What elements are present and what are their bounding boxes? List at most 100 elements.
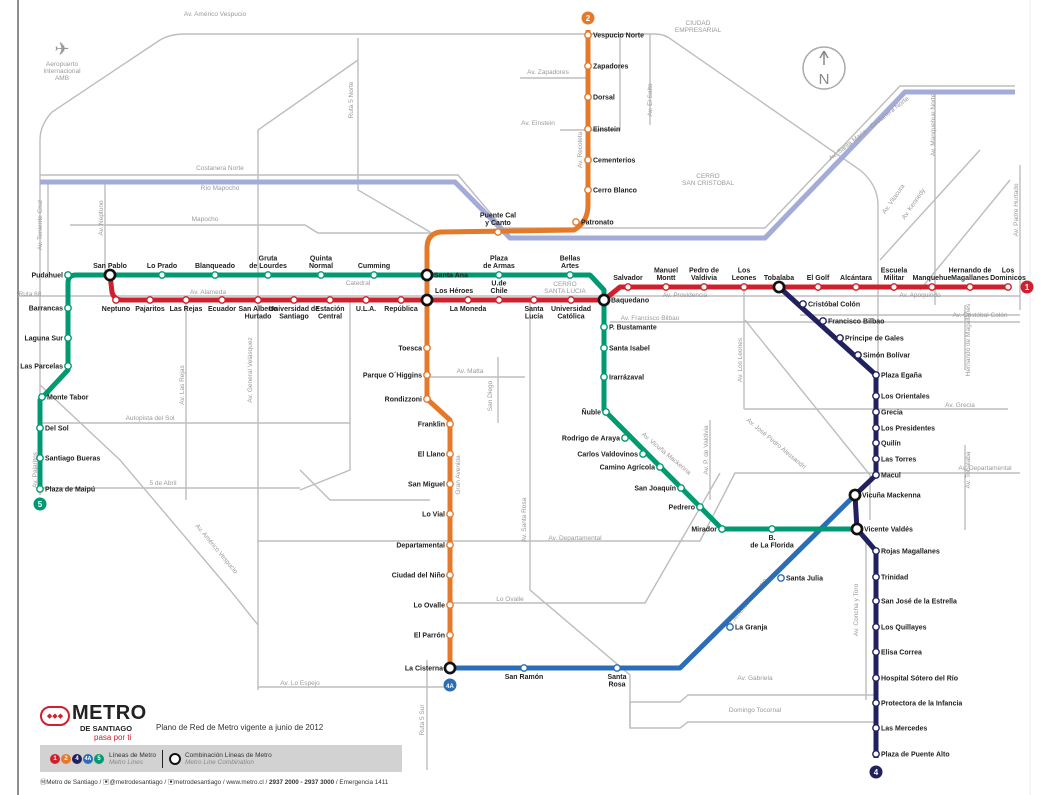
station-marker[interactable] bbox=[254, 296, 262, 304]
station-vicente-vald-s[interactable] bbox=[850, 522, 864, 536]
station-marker[interactable] bbox=[370, 271, 378, 279]
station-los-h-roes[interactable] bbox=[420, 293, 434, 307]
station-marker[interactable] bbox=[1004, 283, 1012, 291]
station-marker[interactable] bbox=[726, 623, 734, 631]
station-marker[interactable] bbox=[602, 408, 610, 416]
station-marker[interactable] bbox=[36, 454, 44, 462]
station-santa-ana[interactable] bbox=[420, 268, 434, 282]
station-marker[interactable] bbox=[872, 623, 880, 631]
station-barrancas[interactable] bbox=[64, 304, 72, 312]
station-hospital-s-tero-del-r-o[interactable] bbox=[872, 674, 880, 682]
station-marker[interactable] bbox=[718, 525, 726, 533]
station-marker[interactable] bbox=[677, 484, 685, 492]
station-marker[interactable] bbox=[158, 271, 166, 279]
station-salvador[interactable] bbox=[624, 283, 632, 291]
station-quil-n[interactable] bbox=[872, 439, 880, 447]
station-las-mercedes[interactable] bbox=[872, 724, 880, 732]
station-marker[interactable] bbox=[799, 300, 807, 308]
station-marker[interactable] bbox=[872, 471, 880, 479]
station-bellas-artes[interactable] bbox=[566, 271, 574, 279]
station-marker[interactable] bbox=[584, 186, 592, 194]
station-vespucio-norte[interactable] bbox=[584, 31, 592, 39]
station-marker[interactable] bbox=[872, 724, 880, 732]
station-marker[interactable] bbox=[613, 664, 621, 672]
station-marker[interactable] bbox=[890, 283, 898, 291]
station-universidad-de-santiago[interactable] bbox=[290, 296, 298, 304]
station-marker[interactable] bbox=[872, 455, 880, 463]
station-patronato[interactable] bbox=[572, 218, 580, 226]
station-marker[interactable] bbox=[584, 156, 592, 164]
station-los-quillayes[interactable] bbox=[872, 623, 880, 631]
station-santa-luc-a[interactable] bbox=[530, 296, 538, 304]
station-marker[interactable] bbox=[446, 450, 454, 458]
station-marker[interactable] bbox=[656, 463, 664, 471]
station-los-leones[interactable] bbox=[740, 283, 748, 291]
station-santa-isabel[interactable] bbox=[600, 344, 608, 352]
station-san-jos-de-la-estrella[interactable] bbox=[872, 597, 880, 605]
station-lo-vial[interactable] bbox=[446, 510, 454, 518]
station-rondizzoni[interactable] bbox=[423, 395, 431, 403]
station-marker[interactable] bbox=[819, 317, 827, 325]
station-marker[interactable] bbox=[494, 228, 502, 236]
station-marker[interactable] bbox=[182, 296, 190, 304]
station-b-de-la-florida[interactable] bbox=[768, 525, 776, 533]
station-macul[interactable] bbox=[872, 471, 880, 479]
station-irarr-zaval[interactable] bbox=[600, 373, 608, 381]
combination-station-marker[interactable] bbox=[850, 522, 864, 536]
station-santa-rosa[interactable] bbox=[613, 664, 621, 672]
station-plaza-de-maip-[interactable] bbox=[36, 485, 44, 493]
station-marker[interactable] bbox=[621, 434, 629, 442]
station-plaza-de-puente-alto[interactable] bbox=[872, 750, 880, 758]
station-pedro-de-valdivia[interactable] bbox=[700, 283, 708, 291]
station-marker[interactable] bbox=[584, 125, 592, 133]
station-ecuador[interactable] bbox=[218, 296, 226, 304]
station-marker[interactable] bbox=[495, 271, 503, 279]
station-marker[interactable] bbox=[317, 271, 325, 279]
station-rojas-magallanes[interactable] bbox=[872, 547, 880, 555]
station-marker[interactable] bbox=[520, 664, 528, 672]
station-del-sol[interactable] bbox=[36, 424, 44, 432]
station-marker[interactable] bbox=[38, 393, 46, 401]
station-marker[interactable] bbox=[696, 503, 704, 511]
station-laguna-sur[interactable] bbox=[64, 334, 72, 342]
station-marker[interactable] bbox=[777, 574, 785, 582]
station-parque-o-higgins[interactable] bbox=[423, 371, 431, 379]
combination-station-marker[interactable] bbox=[420, 268, 434, 282]
station-los-orientales[interactable] bbox=[872, 392, 880, 400]
station-elisa-correa[interactable] bbox=[872, 648, 880, 656]
station-san-alberto-hurtado[interactable] bbox=[254, 296, 262, 304]
station-franklin[interactable] bbox=[446, 420, 454, 428]
station-marker[interactable] bbox=[495, 296, 503, 304]
station-vicu-a-mackenna[interactable] bbox=[848, 488, 862, 502]
station-marker[interactable] bbox=[872, 750, 880, 758]
station-la-cisterna[interactable] bbox=[443, 661, 457, 675]
station-marker[interactable] bbox=[36, 485, 44, 493]
station-crist-bal-col-n[interactable] bbox=[799, 300, 807, 308]
station-marker[interactable] bbox=[768, 525, 776, 533]
station-marker[interactable] bbox=[446, 480, 454, 488]
station-las-torres[interactable] bbox=[872, 455, 880, 463]
station-marker[interactable] bbox=[446, 571, 454, 579]
station-los-dominicos[interactable] bbox=[1004, 283, 1012, 291]
station-manquehue[interactable] bbox=[928, 283, 936, 291]
station-ciudad-del-ni-o[interactable] bbox=[446, 571, 454, 579]
station-las-parcelas[interactable] bbox=[64, 362, 72, 370]
combination-station-marker[interactable] bbox=[848, 488, 862, 502]
station-marker[interactable] bbox=[928, 283, 936, 291]
station-estaci-n-central[interactable] bbox=[326, 296, 334, 304]
station-san-joaqu-n[interactable] bbox=[677, 484, 685, 492]
station-dorsal[interactable] bbox=[584, 93, 592, 101]
station-marker[interactable] bbox=[211, 271, 219, 279]
station-marker[interactable] bbox=[446, 541, 454, 549]
station-marker[interactable] bbox=[584, 93, 592, 101]
station-escuela-militar[interactable] bbox=[890, 283, 898, 291]
station-marker[interactable] bbox=[852, 283, 860, 291]
station-carlos-valdovinos[interactable] bbox=[639, 450, 647, 458]
station-zapadores[interactable] bbox=[584, 62, 592, 70]
station-marker[interactable] bbox=[64, 271, 72, 279]
station-universidad-cat-lica[interactable] bbox=[567, 296, 575, 304]
station-toesca[interactable] bbox=[423, 344, 431, 352]
station-tobalaba[interactable] bbox=[772, 280, 786, 294]
station-cerro-blanco[interactable] bbox=[584, 186, 592, 194]
station-las-rejas[interactable] bbox=[182, 296, 190, 304]
